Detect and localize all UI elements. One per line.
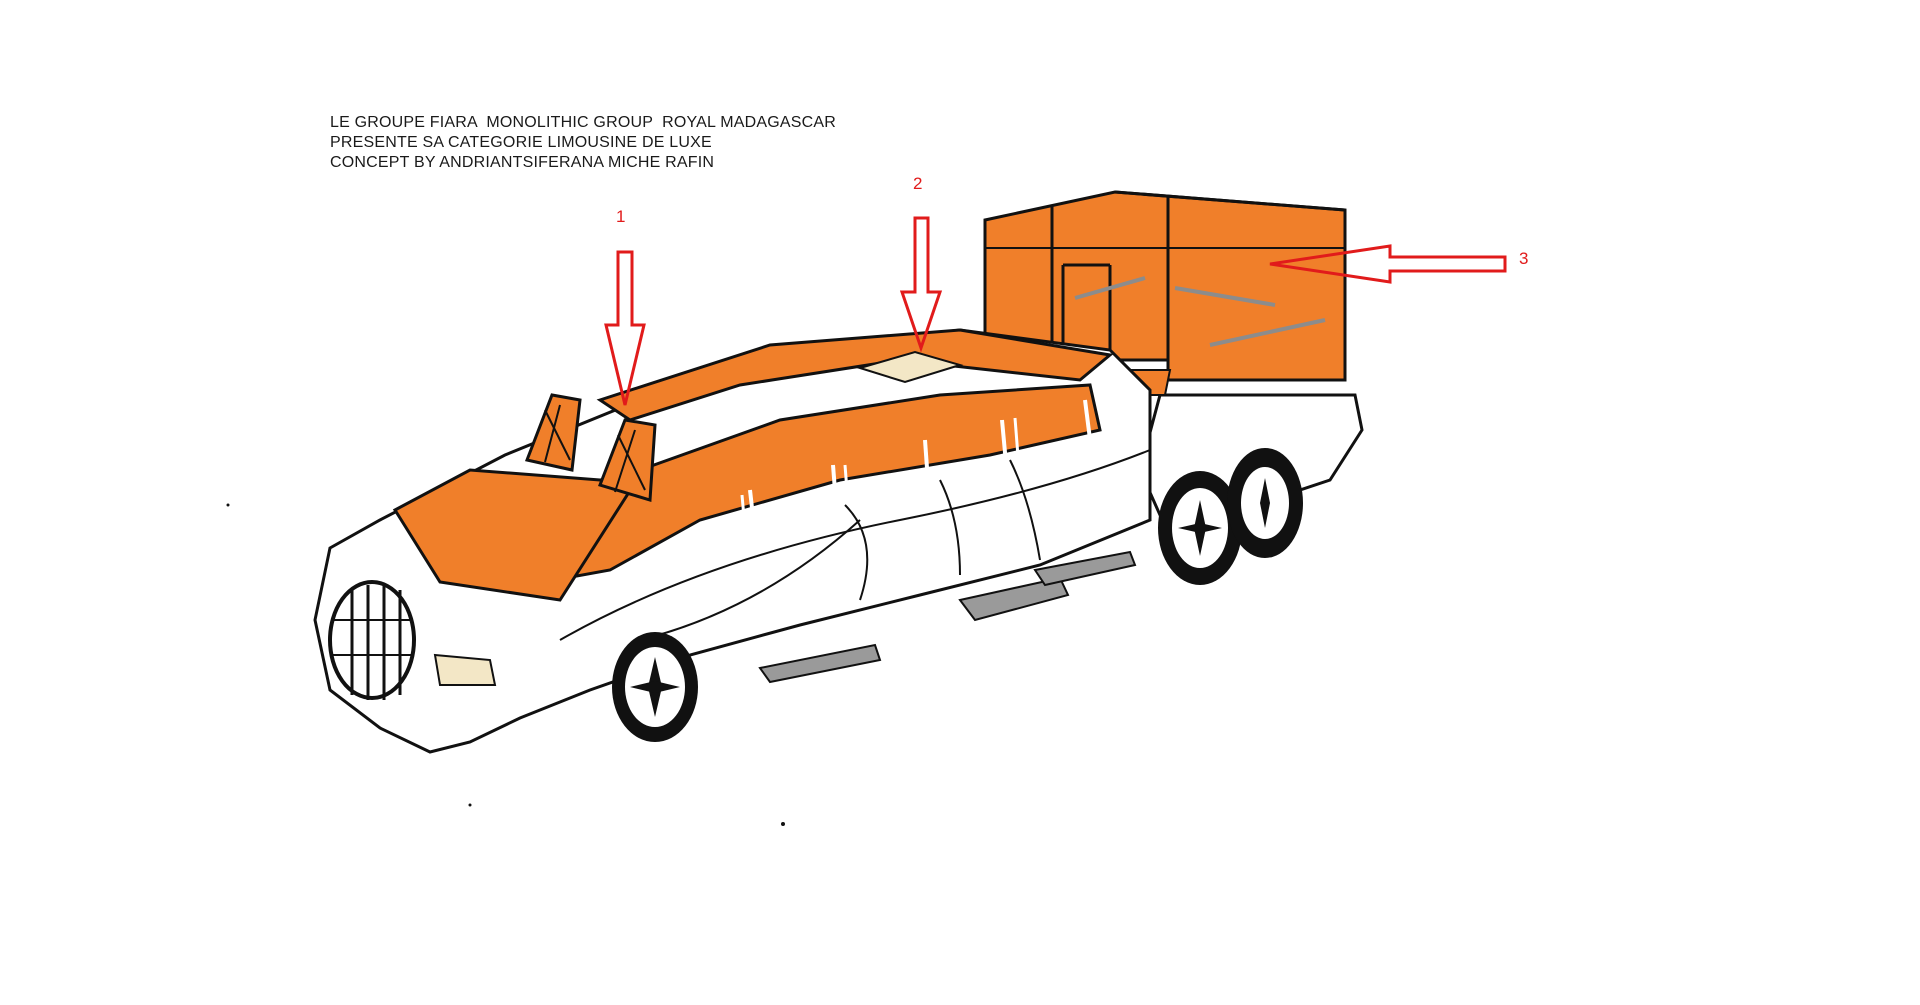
callout-number-2: 2 <box>913 174 923 193</box>
caption-line-2: PRESENTE SA CATEGORIE LIMOUSINE DE LUXE <box>330 134 712 151</box>
rear-wheel-1 <box>1158 471 1242 585</box>
side-steps <box>758 550 1137 684</box>
callout-number-1: 1 <box>616 207 626 226</box>
rear-wheel-2 <box>1227 448 1303 558</box>
front-wheel <box>612 632 698 742</box>
arrow-3 <box>1269 244 1507 284</box>
arrow-1 <box>604 250 646 406</box>
callout-number-3: 3 <box>1519 249 1529 268</box>
caption: LE GROUPE FIARA MONOLITHIC GROUP ROYAL M… <box>330 113 836 173</box>
limousine-body <box>313 328 1152 754</box>
arrow-2 <box>899 216 943 353</box>
caption-line-1: LE GROUPE FIARA MONOLITHIC GROUP ROYAL M… <box>330 114 836 131</box>
roof-lights <box>524 393 657 502</box>
front-grille <box>328 580 497 700</box>
caption-line-3: CONCEPT BY ANDRIANTSIFERANA MICHE RAFIN <box>330 154 715 171</box>
